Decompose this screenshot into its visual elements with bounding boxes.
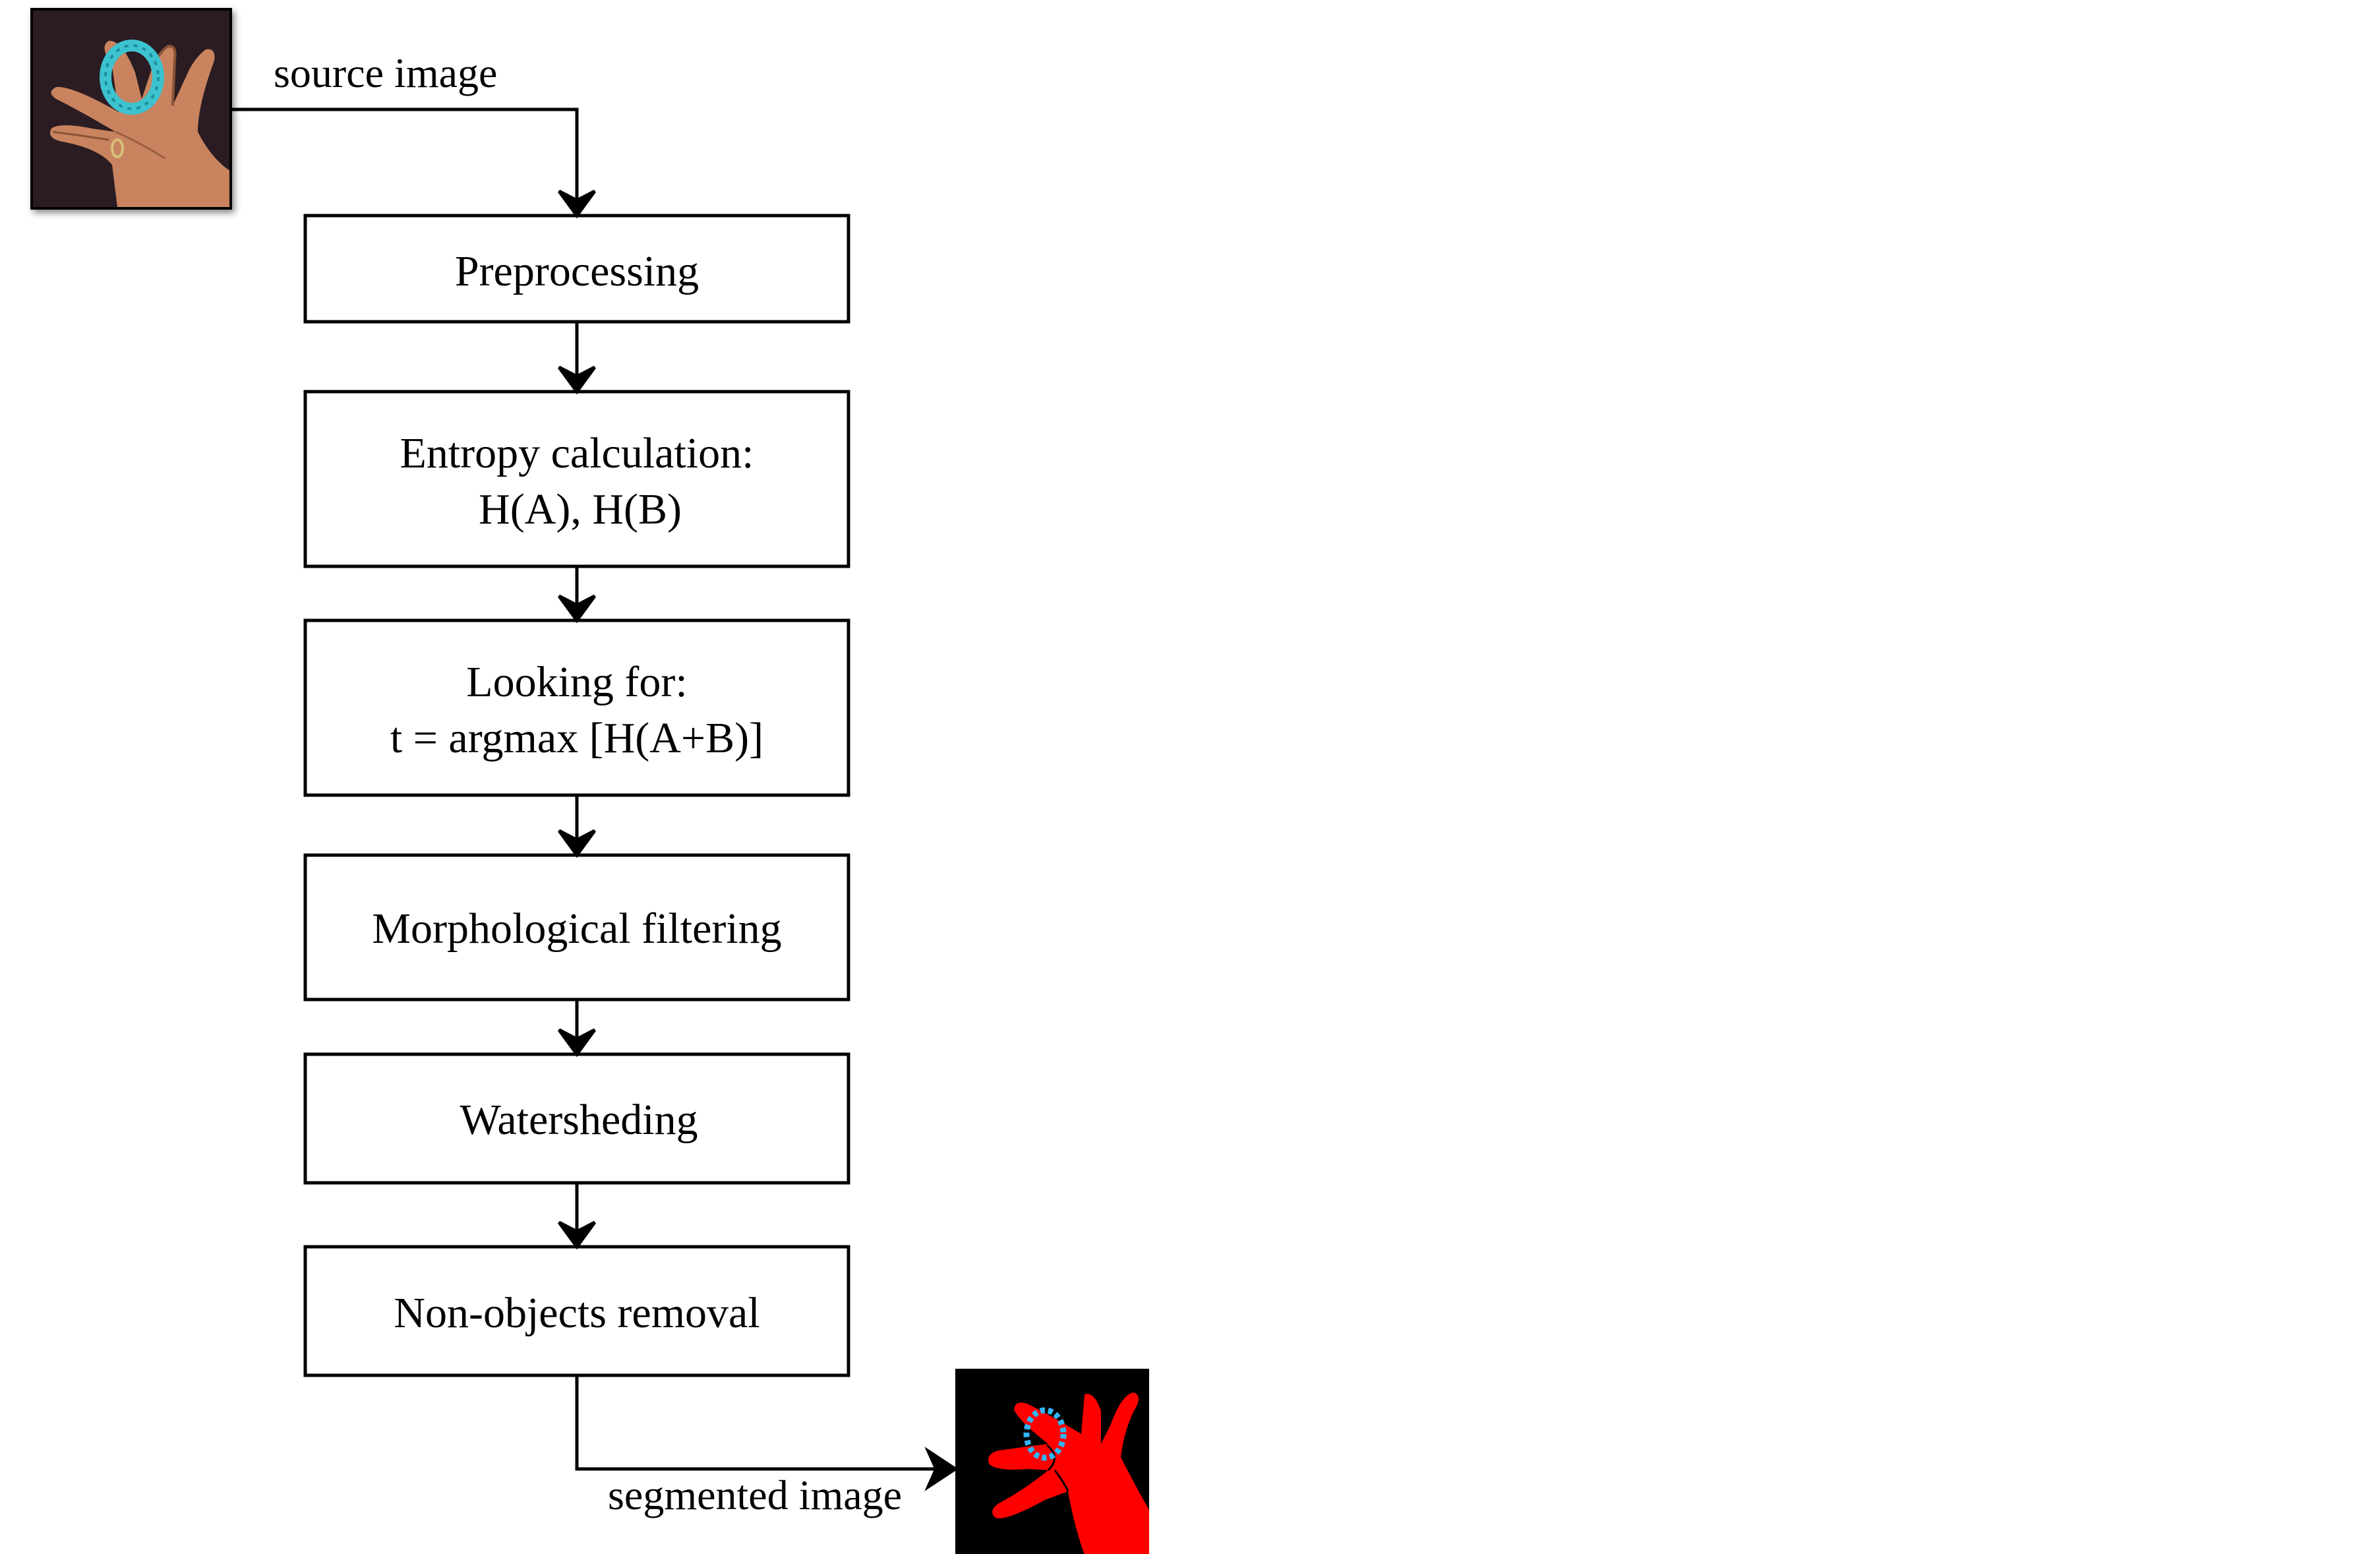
step-label-watersheding: Watersheding — [460, 1096, 698, 1144]
step-box — [303, 390, 850, 568]
source-image-label: source image — [274, 49, 497, 96]
step-watersheding: Watersheding — [303, 1052, 850, 1185]
arrowhead-3 — [557, 829, 597, 858]
step-non-objects-removal: Non-objects removal — [303, 1245, 850, 1377]
source-connector — [231, 107, 579, 212]
segmented-image-label: segmented image — [608, 1472, 902, 1518]
step-label-preprocessing: Preprocessing — [455, 247, 699, 295]
step-box — [303, 214, 850, 324]
step-box — [303, 618, 850, 797]
step-label-looking-line2: t = argmax [H(A+B)] — [390, 714, 763, 762]
arrowheads — [557, 189, 597, 1250]
arrowhead-2 — [557, 594, 597, 624]
step-label-looking-line1: Looking for: — [466, 658, 687, 706]
source-image-thumbnail — [30, 8, 232, 210]
arrowhead-1 — [557, 365, 597, 395]
output-connector — [575, 1375, 936, 1471]
step-label-morphological: Morphological filtering — [372, 905, 781, 953]
step-morphological-filtering: Morphological filtering — [303, 853, 850, 1001]
arrowhead-4 — [557, 1028, 597, 1058]
step-entropy-calculation: Entropy calculation: H(A), H(B) — [303, 390, 850, 568]
step-looking-for: Looking for: t = argmax [H(A+B)] — [303, 618, 850, 797]
arrowhead-source — [557, 189, 597, 219]
step-preprocessing: Preprocessing — [303, 214, 850, 324]
step-label-entropy-line1: Entropy calculation: — [400, 429, 754, 477]
step-box — [303, 853, 850, 1001]
step-label-non-objects: Non-objects removal — [394, 1289, 759, 1337]
hand-photo-icon — [50, 40, 231, 208]
segmented-hand-icon — [988, 1392, 1149, 1554]
arrowhead-output — [924, 1447, 959, 1491]
arrowhead-5 — [557, 1220, 597, 1250]
step-label-entropy-line2: H(A), H(B) — [479, 485, 682, 533]
segmented-image-thumbnail — [955, 1369, 1149, 1554]
step-box — [303, 1245, 850, 1377]
